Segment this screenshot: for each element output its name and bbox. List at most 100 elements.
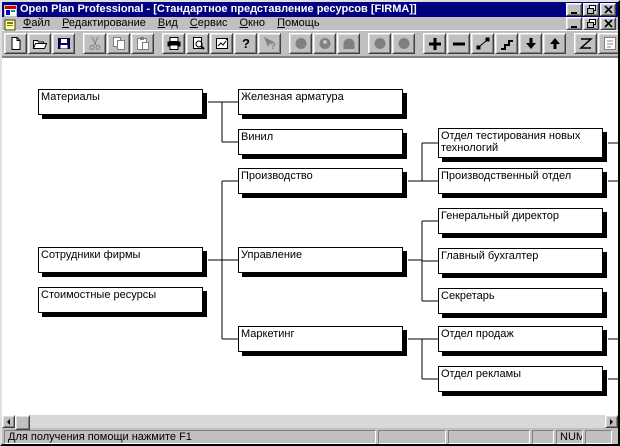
title-bar[interactable]: Open Plan Professional - [Стандартное пр… bbox=[2, 2, 618, 17]
chart-update-button[interactable] bbox=[210, 32, 233, 54]
open-folder-button[interactable] bbox=[28, 32, 51, 54]
app-icon bbox=[4, 4, 17, 17]
resource-node-director[interactable]: Генеральный директор bbox=[438, 208, 603, 234]
resource-node-advertising[interactable]: Отдел рекламы bbox=[438, 366, 603, 392]
steps-button[interactable] bbox=[495, 32, 518, 54]
cut-icon bbox=[87, 36, 103, 51]
help-button[interactable]: ? bbox=[234, 32, 257, 54]
menu-bar: Файл Редактирование Вид Сервис Окно Помощь bbox=[2, 17, 618, 30]
scrollbar-thumb[interactable] bbox=[15, 415, 30, 430]
circle-one-icon bbox=[293, 36, 309, 51]
menu-item-2[interactable]: Вид bbox=[157, 17, 178, 29]
horizontal-scrollbar[interactable] bbox=[2, 415, 618, 430]
context-help-icon: ? bbox=[262, 36, 278, 51]
print-button[interactable] bbox=[162, 32, 185, 54]
resource-node-employees[interactable]: Сотрудники фирмы bbox=[38, 247, 203, 273]
scroll-left-button[interactable] bbox=[2, 415, 15, 428]
svg-text:?: ? bbox=[242, 36, 250, 51]
scroll-right-button[interactable] bbox=[605, 415, 618, 428]
print-preview-button[interactable] bbox=[186, 32, 209, 54]
window-title: Open Plan Professional - [Стандартное пр… bbox=[20, 3, 417, 15]
remove-resource-icon bbox=[451, 36, 467, 51]
print-icon bbox=[166, 36, 182, 51]
resource-node-materials[interactable]: Материалы bbox=[38, 89, 203, 115]
minimize-button[interactable] bbox=[566, 3, 582, 16]
circle-two-icon bbox=[372, 36, 388, 51]
notes-icon bbox=[602, 36, 618, 51]
document-icon[interactable] bbox=[4, 18, 17, 30]
paste-icon bbox=[135, 36, 151, 51]
copy-icon bbox=[111, 36, 127, 51]
new-file-button[interactable] bbox=[4, 32, 27, 54]
cut-button bbox=[83, 32, 106, 54]
circle-three-icon bbox=[396, 36, 412, 51]
resource-node-proddept[interactable]: Производственный отдел bbox=[438, 168, 603, 194]
toolbar-group bbox=[83, 32, 155, 54]
resource-node-cost[interactable]: Стоимостные ресурсы bbox=[38, 287, 203, 313]
steps-icon bbox=[499, 36, 515, 51]
resource-node-secretary[interactable]: Секретарь bbox=[438, 288, 603, 314]
move-up-button[interactable] bbox=[543, 32, 566, 54]
menu-item-3[interactable]: Сервис bbox=[189, 17, 228, 29]
connector-lines bbox=[208, 101, 618, 380]
mdi-minimize-button[interactable] bbox=[566, 17, 582, 30]
move-up-icon bbox=[547, 36, 563, 51]
menu-item-0[interactable]: Файл bbox=[23, 17, 51, 29]
move-down-button[interactable] bbox=[519, 32, 542, 54]
link-milestone-icon bbox=[475, 36, 491, 51]
save-button[interactable] bbox=[52, 32, 75, 54]
toolbar-group: ?? bbox=[162, 32, 282, 54]
resource-node-testing[interactable]: Отдел тестирования новых технологий bbox=[438, 128, 603, 158]
copy-button bbox=[107, 32, 130, 54]
toolbar-group bbox=[423, 32, 567, 54]
link-milestone-button[interactable] bbox=[471, 32, 494, 54]
mdi-close-button[interactable] bbox=[600, 17, 616, 30]
resource-node-vinyl[interactable]: Винил bbox=[238, 129, 403, 155]
open-folder-icon bbox=[32, 36, 48, 51]
menu-item-1[interactable]: Редактирование bbox=[62, 17, 146, 29]
menu-item-4[interactable]: Окно bbox=[239, 17, 266, 29]
circle-three-button bbox=[392, 32, 415, 54]
circle-one-button bbox=[289, 32, 312, 54]
circle-face-button bbox=[313, 32, 336, 54]
toolbar: ?? bbox=[2, 30, 618, 57]
resource-node-management[interactable]: Управление bbox=[238, 247, 403, 273]
menu-item-5[interactable]: Помощь bbox=[277, 17, 320, 29]
arch-button bbox=[337, 32, 360, 54]
save-icon bbox=[56, 36, 72, 51]
context-help-button: ? bbox=[258, 32, 281, 54]
status-panel bbox=[585, 430, 612, 444]
resource-node-sales[interactable]: Отдел продаж bbox=[438, 326, 603, 352]
notes-button bbox=[598, 32, 618, 54]
help-icon: ? bbox=[238, 36, 254, 51]
close-button[interactable] bbox=[600, 3, 616, 16]
resource-node-iron[interactable]: Железная арматура bbox=[238, 89, 403, 115]
zigzag-icon bbox=[578, 36, 594, 51]
remove-resource-button[interactable] bbox=[447, 32, 470, 54]
new-file-icon bbox=[8, 36, 24, 51]
restore-button[interactable] bbox=[583, 3, 599, 16]
add-resource-button[interactable] bbox=[423, 32, 446, 54]
toolbar-group bbox=[368, 32, 416, 54]
add-resource-icon bbox=[427, 36, 443, 51]
arch-icon bbox=[341, 36, 357, 51]
paste-button bbox=[131, 32, 154, 54]
chart-update-icon bbox=[214, 36, 230, 51]
mdi-restore-button[interactable] bbox=[583, 17, 599, 30]
resource-node-accountant[interactable]: Главный бухгалтер bbox=[438, 248, 603, 274]
zigzag-button[interactable] bbox=[574, 32, 597, 54]
resource-node-marketing[interactable]: Маркетинг bbox=[238, 326, 403, 352]
num-lock-indicator: NUM bbox=[556, 430, 583, 444]
move-down-icon bbox=[523, 36, 539, 51]
toolbar-group bbox=[4, 32, 76, 54]
resource-node-production[interactable]: Производство bbox=[238, 168, 403, 194]
status-panel bbox=[378, 430, 446, 444]
status-panel bbox=[532, 430, 554, 444]
circle-two-button bbox=[368, 32, 391, 54]
toolbar-group bbox=[574, 32, 618, 54]
status-panel bbox=[448, 430, 530, 444]
circle-face-icon bbox=[317, 36, 333, 51]
